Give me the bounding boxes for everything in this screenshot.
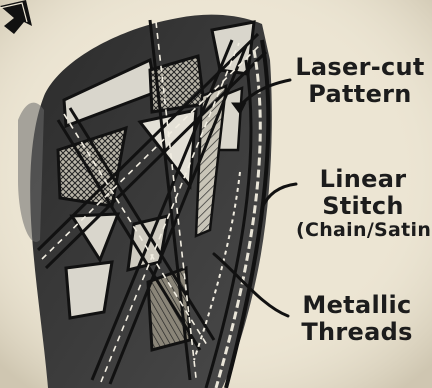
callout-laser-line2: Pattern <box>292 81 428 108</box>
callout-metallic-threads: Metallic Threads <box>292 292 422 346</box>
callout-laser-cut-pattern: Laser-cut Pattern <box>292 54 428 108</box>
callout-metallic-line1: Metallic <box>292 292 422 319</box>
callout-linear-line1: Linear <box>296 166 430 193</box>
callout-linear-stitch: Linear Stitch (Chain/Satin) <box>296 166 430 241</box>
callout-laser-line1: Laser-cut <box>292 54 428 81</box>
callout-linear-line2: Stitch <box>296 193 430 220</box>
callout-metallic-line2: Threads <box>292 319 422 346</box>
callout-linear-line3: (Chain/Satin) <box>296 220 430 241</box>
